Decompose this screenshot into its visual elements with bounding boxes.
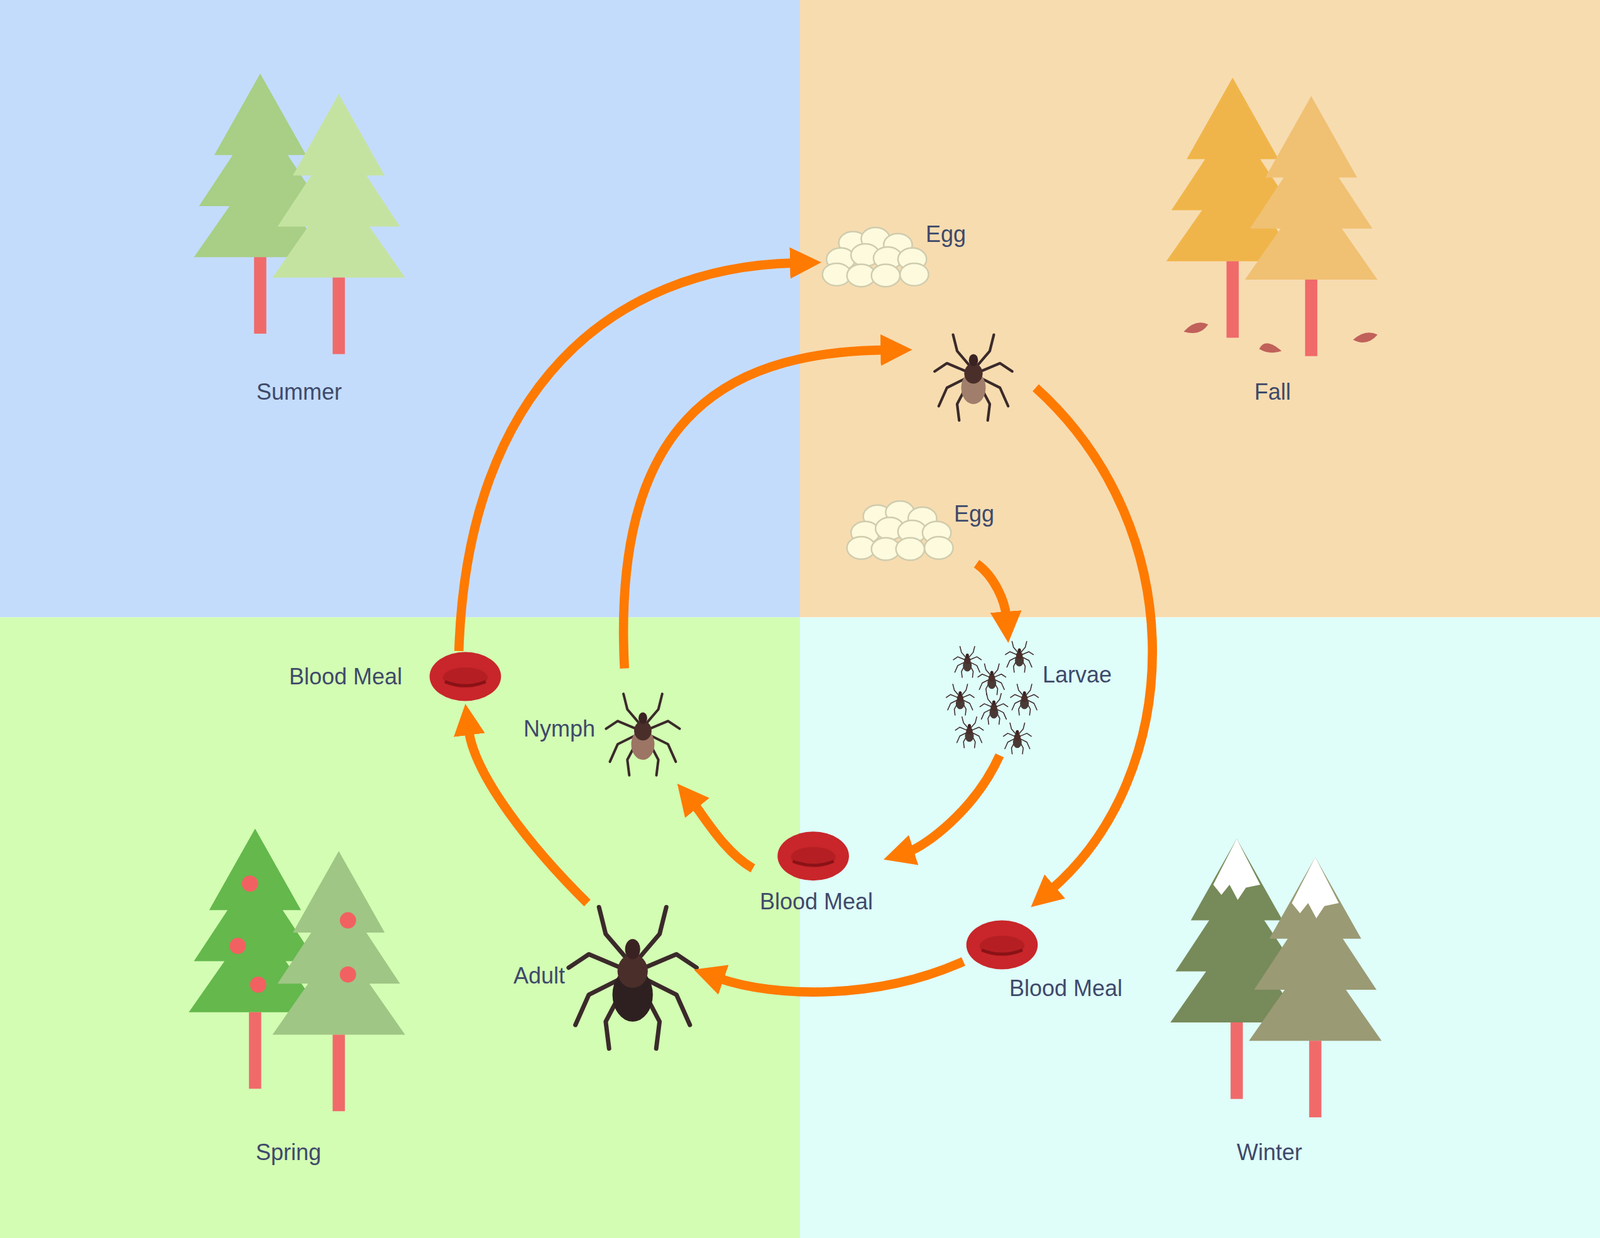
adult-figure [568,906,697,1049]
egg-cluster [847,500,954,560]
stage-name: Egg [925,220,966,248]
stage-label: Larvae [947,642,1123,756]
tick-figure [934,334,1012,421]
fallen-leaves [1183,322,1378,353]
stage-name: Larvae [1042,661,1112,689]
winter-ground [800,617,1600,1238]
larvae-figures [946,641,1039,755]
stage-name: Blood Meal [289,663,403,691]
fall-ground [800,0,1600,618]
stage-label: Blood Meal [285,651,503,704]
stage-name: Nymph [523,715,596,743]
season-panel: WinterLarvaeBlood MealBlood Meal [800,617,1600,1238]
season-label: Summer [256,378,342,406]
snow-cap [1213,838,1340,919]
season-panel: Summer [0,0,800,618]
blood-cell [777,831,850,881]
cycle-arrow [458,262,795,652]
stage-label: Egg [844,495,1000,564]
nymph-figure [605,693,680,776]
season-panel: FallEggEgg [800,0,1600,618]
blood-cell [429,652,502,702]
stage-name: Blood Meal [759,887,873,916]
egg-cluster [822,227,929,287]
stage-name: Egg [953,500,995,528]
tree [272,850,406,1112]
cycle-arrow [718,961,964,993]
cycle-arrow [1035,387,1153,890]
stage-label: Egg [821,219,971,291]
season-label: Spring [255,1138,322,1166]
cycle-arrow [908,755,1000,852]
stage-label: Blood Meal [752,828,884,918]
season-label: Fall [1254,378,1291,406]
stage-name: Blood Meal [1009,974,1123,1002]
summer-ground [0,0,800,618]
stage-label: Nymph [520,685,686,784]
tree [1248,857,1382,1118]
cycle-arrow [693,804,753,869]
blood-cell [966,920,1039,970]
stage-name: Adult [513,962,565,990]
cycle-arrow [468,730,588,904]
cycle-arrow [976,563,1007,617]
spring-ground [0,617,800,1238]
stage-label: Blood Meal [963,918,1139,1005]
tree [1244,96,1378,357]
tree [272,93,406,354]
blossoms [229,875,356,993]
stage-label: Adult [510,903,694,1051]
season-panel: Spring Blood MealNymphAdult [0,617,800,1238]
cycle-arrow [623,350,886,669]
season-label: Winter [1236,1138,1303,1166]
